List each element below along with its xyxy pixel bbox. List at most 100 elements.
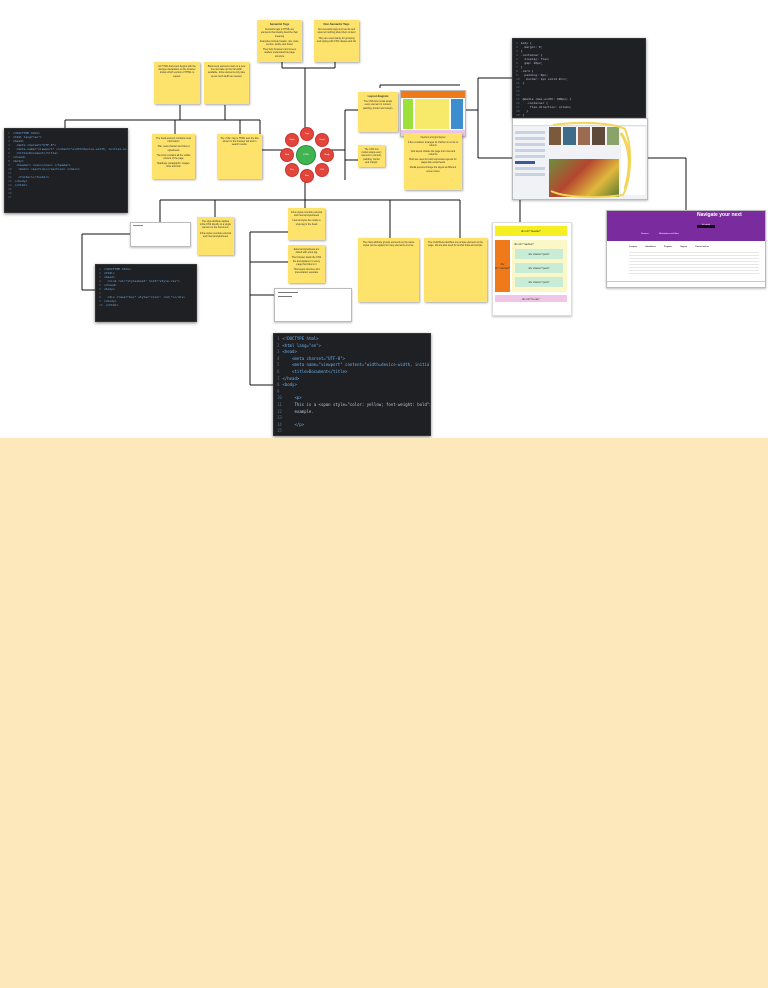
- code-line: 12: [516, 85, 642, 89]
- annotation-scribble: [550, 121, 632, 199]
- note-text: The style attribute applies inline CSS d…: [200, 220, 231, 230]
- hub-node: Flex: [286, 164, 298, 176]
- line-number: 3: [8, 139, 10, 143]
- line-number: 6: [277, 368, 280, 374]
- line-number: 14: [516, 93, 520, 97]
- code-line: 4 <meta charset="UTF-8">: [8, 143, 124, 147]
- note-text: They help browsers and screen readers un…: [262, 48, 297, 58]
- code-text: }: [520, 65, 523, 69]
- note-box-model: The CSS box model wraps every element in…: [358, 145, 385, 167]
- note-doctype: An HTML document begins with the doctype…: [154, 62, 200, 104]
- code-line: 17: [8, 195, 124, 199]
- code-text: This is a <span style="color: yellow; fo…: [294, 401, 430, 407]
- line-number: 12: [277, 408, 282, 414]
- hub-center-node: HTML: [297, 146, 315, 164]
- code-css-linking: 1<!DOCTYPE html>2<html>3<head>4 <link re…: [95, 264, 197, 322]
- line-number: 10: [277, 395, 282, 401]
- code-line: 7: [99, 291, 193, 295]
- line-number: 2: [277, 342, 280, 348]
- note-id-attribute: The id attribute identifies one unique e…: [424, 238, 487, 302]
- line-number: 10: [8, 167, 12, 171]
- hub-node: Grid: [281, 149, 293, 161]
- line-number: 11: [277, 401, 282, 407]
- footer-column-title: Connect with us: [695, 246, 710, 248]
- website-nav-item[interactable]: Marketplace and More: [659, 233, 679, 235]
- note-title: Non-Semantic Tags: [323, 22, 350, 26]
- line-number: 19: [516, 113, 520, 117]
- website-nav-item[interactable]: Services: [641, 233, 649, 235]
- website-hero-button[interactable]: Get started: [697, 225, 715, 228]
- line-number: 17: [516, 105, 520, 109]
- social-feed-screenshot: [512, 118, 648, 200]
- note-text: This keeps structure and presentation se…: [293, 268, 320, 275]
- note-semantic-tags: Semantic Tags Semantic tags in HTML are …: [257, 20, 302, 62]
- line-number: 4: [99, 279, 101, 283]
- code-line: 1<!DOCTYPE html>: [277, 336, 427, 343]
- layout-aside-block: [451, 99, 463, 129]
- code-line: 8.card {: [516, 69, 642, 73]
- line-number: 11: [8, 171, 12, 175]
- mind-map-board: Semantic Tags Semantic tags in HTML are …: [0, 0, 768, 438]
- code-line: 2<html lang="en">: [8, 135, 124, 139]
- line-number: 5: [99, 283, 101, 287]
- layout-footer-box: div id="footer": [495, 295, 567, 302]
- code-line: 2<html>: [99, 271, 193, 275]
- note-text: Flexbox and grid layout: [420, 136, 446, 139]
- layout-header-box: div id="header": [495, 226, 567, 236]
- code-text: flex-direction: column;: [522, 105, 572, 109]
- line-number: 15: [277, 428, 282, 434]
- note-text: The id attribute identifies one unique e…: [427, 241, 484, 248]
- code-text: <!DOCTYPE html>: [12, 131, 40, 135]
- code-line: 10 <main> <section></section> </main>: [8, 167, 124, 171]
- code-text: padding: 8px;: [520, 73, 548, 77]
- layout-nav-block: [403, 99, 413, 129]
- hub-node-label: Style: [289, 139, 295, 141]
- note-inline-styles: Inline styles override external and inte…: [288, 208, 325, 240]
- line-number: 5: [277, 362, 280, 368]
- hub-node: CSS: [316, 164, 328, 176]
- note-external-styles: External stylesheets are linked with a l…: [288, 245, 325, 283]
- code-line: 3<head>: [277, 349, 427, 356]
- footer-column-title: Support: [680, 246, 688, 248]
- code-line: 2<html lang="en">: [277, 343, 427, 350]
- note-text: Media queries change the layout at diffe…: [409, 166, 457, 173]
- code-text: </p>: [284, 421, 305, 427]
- code-text: <html>: [103, 271, 115, 275]
- line-number: 13: [8, 179, 12, 183]
- line-number: 11: [516, 81, 520, 85]
- line-number: 1: [277, 336, 280, 341]
- code-text: <p>: [284, 395, 302, 401]
- website-screenshot: Navigate your next Get started Services …: [606, 210, 766, 288]
- code-line: 9: [277, 389, 427, 396]
- line-number: 10: [516, 77, 520, 81]
- code-line: 13</body>: [8, 179, 124, 183]
- line-number: 13: [516, 89, 520, 93]
- line-number: 9: [277, 388, 280, 394]
- code-line: 9 <header> <nav></nav> </header>: [8, 163, 124, 167]
- code-line: 9 padding: 8px;: [516, 73, 642, 77]
- note-text: Grid layout divides the page into rows a…: [410, 149, 456, 156]
- code-line: 14 </p>: [277, 422, 427, 429]
- layout-post-box: div class="post": [515, 263, 563, 273]
- note-text: The <title> tag in HTML sets the title s…: [220, 137, 259, 147]
- code-line: 9</body>: [99, 299, 193, 303]
- hub-node: Body: [321, 149, 333, 161]
- code-text: <body>: [282, 382, 297, 388]
- code-text: <title>Document</title>: [282, 368, 348, 374]
- code-line: 3<head>: [99, 275, 193, 279]
- line-number: 2: [516, 45, 518, 49]
- line-number: 7: [277, 375, 280, 381]
- code-text: <footer></footer>: [14, 175, 49, 179]
- code-line: 13: [516, 89, 642, 93]
- line-number: 6: [8, 151, 10, 155]
- code-text: <header> <nav></nav> </header>: [12, 163, 71, 167]
- code-text: }: [522, 109, 529, 113]
- line-number: 1: [8, 131, 10, 135]
- code-text: display: flex;: [520, 57, 550, 61]
- empty-canvas-area: [0, 438, 768, 988]
- code-text: border: 1px solid #ccc;: [522, 77, 568, 81]
- code-line: 3<head>: [8, 139, 124, 143]
- note-class-attribute: The class attribute groups elements so t…: [358, 238, 419, 302]
- line-number: 3: [277, 349, 280, 355]
- code-text: <html lang="en">: [282, 342, 321, 348]
